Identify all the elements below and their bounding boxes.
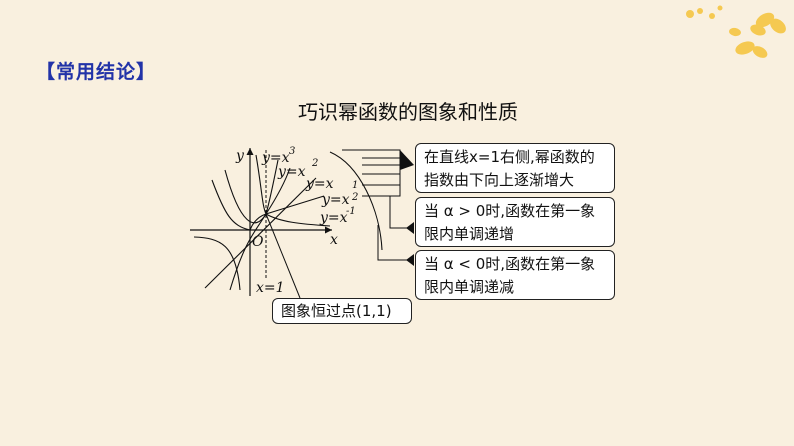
label-y-sqrt: y=x (321, 192, 350, 208)
curve-outer-arc (329, 151, 383, 251)
label-y-x2: y=x (277, 164, 306, 180)
label-y-x3: y=x (261, 150, 290, 166)
pointer-note3 (406, 254, 414, 266)
note-alpha-positive: 当 α > 0时,函数在第一象限内单调递增 (415, 197, 615, 247)
pointer-note1 (400, 150, 414, 170)
page-title: 巧识幂函数的图象和性质 (298, 100, 518, 124)
connector-note2 (389, 196, 414, 229)
label-y-inv: y=x (319, 210, 348, 226)
label-y-x2-exp: 2 (311, 158, 318, 169)
origin-label: O (252, 234, 264, 250)
connector-note1 (342, 149, 401, 197)
y-axis-label: y (235, 148, 245, 164)
label-y-inv-exp: -1 (346, 206, 356, 217)
x-equals-1-label: x=1 (256, 280, 285, 296)
label-sqrt-num: 1 (352, 180, 358, 191)
curve-left-branch (211, 179, 251, 231)
connector-point (265, 213, 301, 299)
note-fixed-point: 图象恒过点(1,1) (272, 298, 412, 324)
curve-inverse-x-neg (193, 236, 241, 291)
pointer-note2 (406, 222, 414, 234)
curve-x (204, 177, 317, 289)
note-alpha-negative: 当 α < 0时,函数在第一象限内单调递减 (415, 250, 615, 300)
label-y-x3-exp: 3 (289, 146, 295, 157)
label-y-x: y=x (305, 176, 334, 192)
section-tag: 【常用结论】 (36, 61, 157, 83)
x-axis-label: x (330, 232, 338, 248)
label-sqrt-den: 2 (351, 192, 358, 203)
note-exponent-order: 在直线x=1右侧,幂函数的指数由下向上逐渐增大 (415, 143, 615, 193)
flower-decoration (686, 5, 786, 58)
connector-note3 (377, 225, 414, 261)
